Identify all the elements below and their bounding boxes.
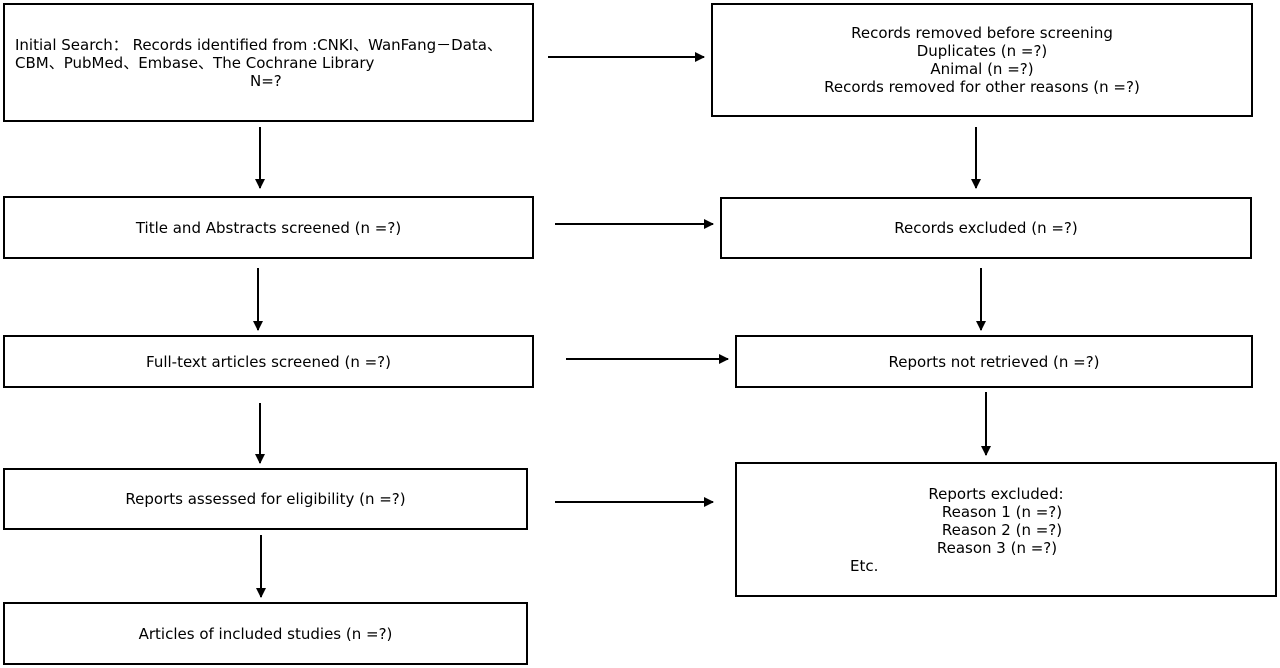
removed-before-line3: Animal (n =?) xyxy=(930,60,1034,78)
reports-excluded-line1: Reports excluded: xyxy=(928,484,1064,503)
removed-before-line2: Duplicates (n =?) xyxy=(916,42,1048,60)
box-initial-search: Initial Search： Records identified from … xyxy=(3,3,534,122)
box-eligibility: Reports assessed for eligibility (n =?) xyxy=(3,468,528,530)
initial-search-line3: N=? xyxy=(250,71,282,90)
box-records-excluded: Records excluded (n =?) xyxy=(720,197,1252,259)
removed-before-line1: Records removed before screening xyxy=(851,24,1113,42)
box-removed-before-screening: Records removed before screening Duplica… xyxy=(711,3,1253,117)
reports-excluded-line2: Reason 1 (n =?) xyxy=(941,502,1063,521)
included-label: Articles of included studies (n =?) xyxy=(138,624,393,643)
reports-excluded-line4: Reason 3 (n =?) xyxy=(936,538,1058,557)
box-title-abstracts: Title and Abstracts screened (n =?) xyxy=(3,196,534,259)
initial-search-line2: CBM、PubMed、Embase、The Cochrane Library xyxy=(15,53,375,72)
box-full-text: Full-text articles screened (n =?) xyxy=(3,335,534,388)
box-not-retrieved: Reports not retrieved (n =?) xyxy=(735,335,1253,388)
eligibility-label: Reports assessed for eligibility (n =?) xyxy=(125,490,406,508)
full-text-label: Full-text articles screened (n =?) xyxy=(146,352,391,371)
initial-search-line1: Initial Search： Records identified from … xyxy=(15,35,502,54)
records-excluded-label: Records excluded (n =?) xyxy=(894,219,1078,237)
removed-before-line4: Records removed for other reasons (n =?) xyxy=(824,78,1140,96)
reports-excluded-line5: Etc. xyxy=(850,556,879,575)
box-included: Articles of included studies (n =?) xyxy=(3,602,528,665)
box-reports-excluded: Reports excluded: Reason 1 (n =?) Reason… xyxy=(735,462,1277,597)
reports-excluded-line3: Reason 2 (n =?) xyxy=(941,520,1063,539)
title-abstracts-label: Title and Abstracts screened (n =?) xyxy=(135,218,402,237)
not-retrieved-label: Reports not retrieved (n =?) xyxy=(888,352,1100,371)
